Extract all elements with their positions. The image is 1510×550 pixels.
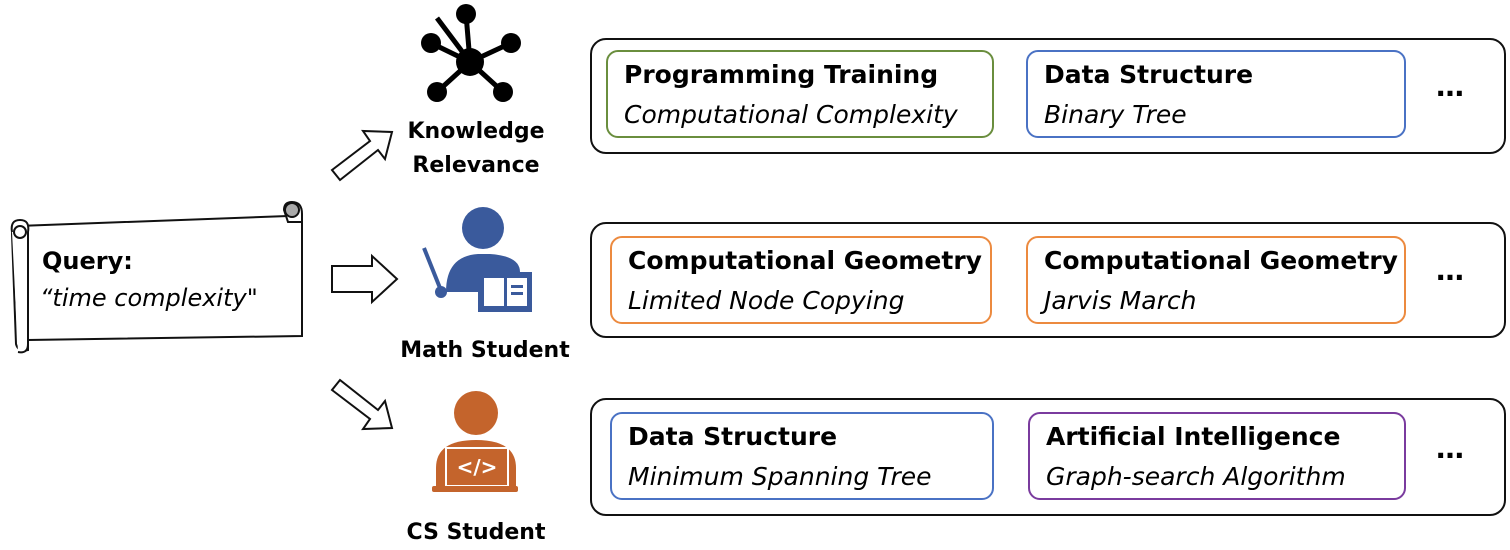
result-card[interactable]: Computational Geometry Limited Node Copy… bbox=[610, 236, 992, 324]
card-title: Programming Training bbox=[624, 60, 939, 89]
card-title: Data Structure bbox=[1044, 60, 1254, 89]
svg-text:</>: </> bbox=[457, 455, 498, 479]
card-title: Artificial Intelligence bbox=[1046, 422, 1341, 451]
teacher-icon bbox=[422, 207, 532, 312]
result-card[interactable]: Artificial Intelligence Graph-search Alg… bbox=[1028, 412, 1406, 500]
arrow-to-knowledge bbox=[330, 129, 394, 182]
card-subtitle: Graph-search Algorithm bbox=[1046, 462, 1346, 491]
more-ellipsis[interactable]: … bbox=[1436, 254, 1465, 287]
card-subtitle: Minimum Spanning Tree bbox=[628, 462, 932, 491]
query-text: “time complexity" bbox=[40, 284, 258, 312]
card-subtitle: Limited Node Copying bbox=[628, 286, 905, 315]
persona-label-cs: CS Student bbox=[406, 520, 546, 545]
card-title: Computational Geometry bbox=[628, 246, 982, 275]
persona-label-line: Knowledge bbox=[407, 119, 545, 144]
result-card[interactable]: Data Structure Binary Tree bbox=[1026, 50, 1406, 138]
query-title: Query: bbox=[42, 247, 133, 275]
result-row-math: Computational Geometry Limited Node Copy… bbox=[590, 222, 1506, 338]
arrow-to-cs bbox=[330, 378, 394, 431]
card-subtitle: Computational Complexity bbox=[624, 100, 958, 129]
result-card[interactable]: Data Structure Minimum Spanning Tree bbox=[610, 412, 994, 500]
card-title: Computational Geometry bbox=[1044, 246, 1398, 275]
persona-label-knowledge: Knowledge Relevance bbox=[396, 115, 556, 183]
card-subtitle: Jarvis March bbox=[1044, 286, 1197, 315]
result-row-knowledge: Programming Training Computational Compl… bbox=[590, 38, 1506, 154]
more-ellipsis[interactable]: … bbox=[1436, 70, 1465, 103]
result-card[interactable]: Programming Training Computational Compl… bbox=[606, 50, 994, 138]
persona-label-line: Relevance bbox=[412, 153, 540, 178]
card-title: Data Structure bbox=[628, 422, 838, 451]
query-scroll bbox=[10, 200, 303, 354]
result-row-cs: Data Structure Minimum Spanning Tree Art… bbox=[590, 398, 1506, 516]
programmer-icon: </> bbox=[432, 391, 518, 492]
result-card[interactable]: Computational Geometry Jarvis March bbox=[1026, 236, 1406, 324]
card-subtitle: Binary Tree bbox=[1044, 100, 1187, 129]
persona-label-math: Math Student bbox=[400, 338, 570, 363]
arrow-to-math bbox=[331, 253, 399, 305]
network-icon bbox=[421, 4, 521, 102]
more-ellipsis[interactable]: … bbox=[1436, 432, 1465, 465]
